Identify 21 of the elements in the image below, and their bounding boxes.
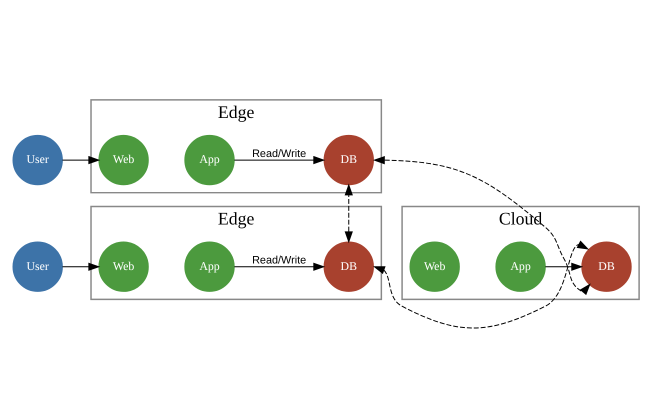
node-circle: DB — [324, 134, 374, 186]
node-circle: Web — [98, 242, 149, 292]
arrow — [234, 156, 326, 164]
node-circle: App — [184, 242, 235, 292]
node-circle: User — [12, 134, 63, 186]
arrow — [62, 262, 100, 271]
node-circle: Web — [410, 242, 460, 292]
arrow — [544, 262, 584, 271]
edge-label: Read/Write — [252, 254, 306, 267]
node-circle: App — [495, 242, 546, 292]
node-circle: User — [12, 242, 63, 292]
node-circle: DB — [324, 242, 374, 292]
arrow — [373, 240, 590, 328]
node-circle: Web — [98, 134, 149, 186]
node-circle: DB — [581, 242, 632, 292]
arrow — [372, 156, 591, 296]
arrow — [62, 156, 100, 164]
arrow — [234, 262, 326, 271]
node-circle: App — [184, 134, 235, 186]
arrow — [344, 183, 353, 244]
edge-label: Read/Write — [252, 148, 306, 160]
